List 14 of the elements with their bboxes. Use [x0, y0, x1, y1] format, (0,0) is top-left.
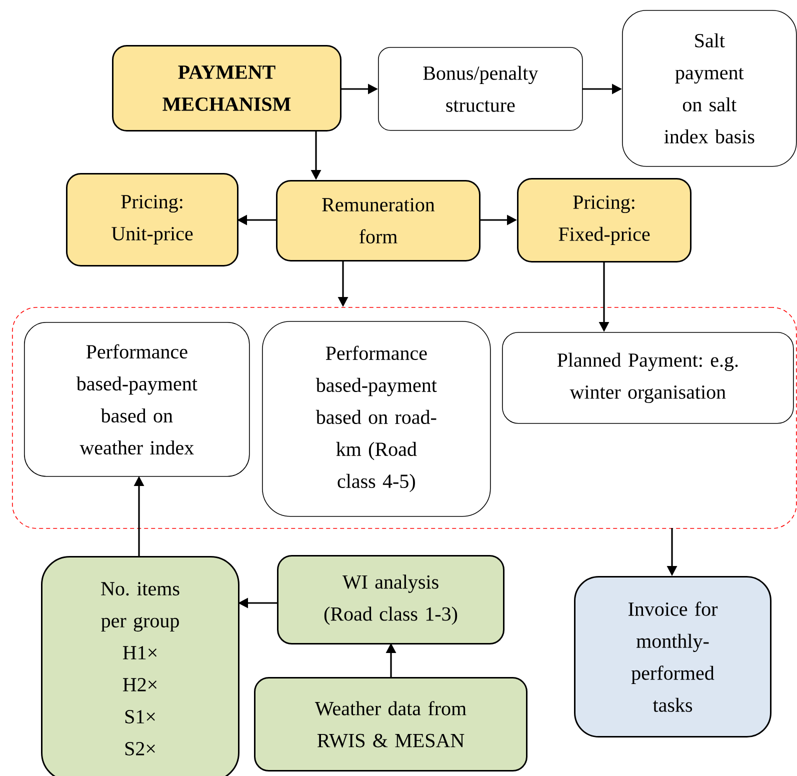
process-box: No. items per group H1× H2× S1× S2× [41, 556, 240, 776]
process-box: Performance based-payment based on weather index [24, 322, 250, 477]
process-box: Salt payment on salt index basis [622, 10, 797, 167]
process-box: Remuneration form [276, 180, 480, 262]
dashed-group-frame [12, 307, 797, 529]
process-box: Pricing: Fixed-price [517, 178, 692, 262]
process-box: Bonus/penalty structure [378, 47, 583, 131]
process-box: PAYMENT MECHANISM [112, 45, 342, 132]
process-box: Performance based-payment based on road-km (Road class 4-5) [262, 321, 491, 517]
process-box: Invoice for monthly-performed tasks [574, 576, 772, 738]
process-box: Weather data from RWIS & MESAN [254, 677, 528, 772]
process-box: Pricing: Unit-price [66, 173, 238, 266]
process-box: WI analysis (Road class 1-3) [277, 555, 504, 644]
process-box: Planned Payment: e.g. winter organisation [502, 332, 794, 424]
